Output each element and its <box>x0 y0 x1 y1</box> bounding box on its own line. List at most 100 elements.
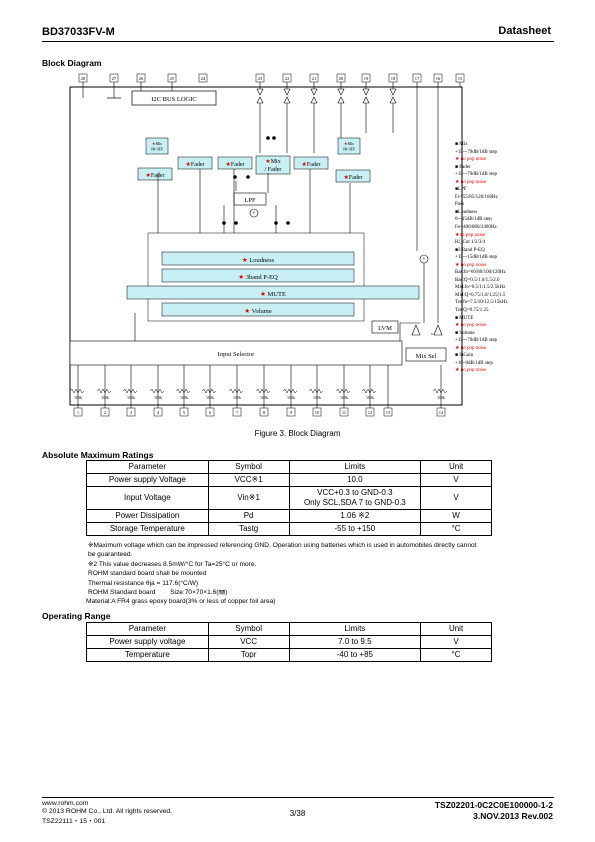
table-row: Power Dissipation Pd 1.06 ※2 W <box>86 509 492 523</box>
note-line: ★no pop noise <box>455 232 486 238</box>
top-pin-number: 15 <box>458 76 463 81</box>
top-pin-number: 24 <box>201 76 206 81</box>
cell-unit: V <box>420 486 492 510</box>
top-pin-number: 19 <box>364 76 369 81</box>
svg-text:★Mix: ★Mix <box>152 141 162 146</box>
table-row: Power supply voltage VCC 7.0 to 9.5 V <box>86 635 492 649</box>
bottom-pin-number: 5 <box>183 410 186 415</box>
resistor-symbol <box>96 388 112 394</box>
top-pin-number: 28 <box>81 76 86 81</box>
col-unit: Unit <box>420 460 492 474</box>
fader-block <box>293 156 329 170</box>
col-unit: Unit <box>420 622 492 636</box>
col-limits: Limits <box>288 460 422 474</box>
volume-block <box>161 302 355 317</box>
resistor-label: 100k <box>260 395 268 400</box>
note-line: ★ no pop noise <box>455 179 487 185</box>
note-line: Tre:fo=7.5/10/12.5/15kHz <box>455 300 508 306</box>
eq-block <box>161 268 355 283</box>
bottom-pin <box>286 407 296 417</box>
note-line: Mid:Q=0.75/1.0/1.25/1.5 <box>455 292 506 298</box>
operating-range-title: Operating Range <box>42 611 111 621</box>
i2c-bus-logic-box <box>131 90 217 106</box>
top-pin-number: 21 <box>312 76 317 81</box>
col-parameter: Parameter <box>86 622 209 636</box>
note-line: +15~-79dB/1dB step <box>455 338 498 344</box>
note-line: Hi_Cut 1/2/3/4 <box>455 240 486 246</box>
footer-code: TSZ22111・15・001 <box>42 818 106 825</box>
mix-switch-left <box>145 137 169 155</box>
cell-symbol: Tastg <box>207 522 290 536</box>
resistor-symbol <box>255 388 271 394</box>
resistor-symbol <box>432 388 448 394</box>
svg-text:★ 3band P-EQ: ★ 3band P-EQ <box>238 273 278 281</box>
note-line: ROHM standard board shall be mounted <box>88 570 207 578</box>
abs-max-notes: ※Maximum voltage which can be impressed … <box>86 541 518 607</box>
fader-block <box>137 167 173 181</box>
page-number: 3/38 <box>289 809 306 818</box>
bottom-pin <box>232 407 242 417</box>
svg-text:+: + <box>252 211 256 217</box>
top-pin <box>198 73 208 83</box>
limits-line-2: Only SCL,SDA 7 to GND-0.3 <box>303 498 406 507</box>
note-line: ■ MUTE <box>455 315 474 321</box>
resistor-symbol <box>69 388 85 394</box>
block-diagram-title: Block Diagram <box>42 58 102 68</box>
bottom-pin <box>179 407 189 417</box>
header-divider <box>42 41 554 42</box>
bottom-pin <box>339 407 349 417</box>
svg-text:LPF: LPF <box>244 197 256 204</box>
resistor-symbol <box>228 388 244 394</box>
top-pin-number: 26 <box>139 76 144 81</box>
cell-symbol: VCC※1 <box>207 473 290 487</box>
note-line: ■Loudness <box>455 209 478 215</box>
table-row: Power supply Voltage VCC※1 10.0 V <box>86 473 492 487</box>
resistor-label: 100k <box>180 395 188 400</box>
fader-block <box>217 156 253 170</box>
resistor-symbol <box>308 388 324 394</box>
top-pin-number: 23 <box>258 76 263 81</box>
bottom-pin <box>383 407 393 417</box>
note-line: ■ Mix <box>455 142 468 147</box>
top-pin-number: 16 <box>436 76 441 81</box>
note-line: be guaranteed. <box>88 551 133 559</box>
figure-caption: Figure 3. Block Diagram <box>254 429 341 438</box>
footer-date: 3.NOV.2013 Rev.002 <box>473 810 553 821</box>
resistor-symbol <box>122 388 138 394</box>
note-line: +15~-79dB/1dB step <box>455 172 498 178</box>
loudness-block <box>161 251 355 266</box>
mix-fader-label-2: / Fader <box>265 167 282 173</box>
top-pin-number: 18 <box>391 76 396 81</box>
note-line: ※2 This value decreases 8.5mW/°C for Ta=… <box>88 560 257 568</box>
bottom-pin-number: 9 <box>290 410 293 415</box>
cell-param: Temperature <box>86 648 209 662</box>
note-line: Thermal resistance θja = 117.6(°C/W) <box>88 579 199 587</box>
bottom-pin-number: 3 <box>130 410 133 415</box>
input-selector-box <box>69 340 403 366</box>
resistor-symbol <box>335 388 351 394</box>
mix-fader-label: ★Mix <box>265 158 280 165</box>
resistor-symbol <box>361 388 377 394</box>
resistor-symbol <box>175 388 191 394</box>
fader-block <box>177 156 213 170</box>
note-line: Fc=55/85/120/160Hz <box>455 194 498 200</box>
resistor-symbol <box>282 388 298 394</box>
cell-unit: °C <box>420 522 492 536</box>
note-line: +15~-79dB/1dB step <box>455 149 498 155</box>
bottom-pin-number: 4 <box>157 410 160 415</box>
cell-limits: -55 to +150 <box>288 522 422 536</box>
svg-text:★ MUTE: ★ MUTE <box>260 290 286 298</box>
chip-outline <box>69 86 463 406</box>
lvm-box <box>371 320 399 334</box>
mix-switch-right <box>337 137 361 155</box>
bottom-pin <box>436 407 446 417</box>
note-line: ※Maximum voltage which can be impressed … <box>88 542 477 549</box>
svg-text:+: + <box>422 257 426 263</box>
cell-param: Power Dissipation <box>86 509 209 523</box>
resistor-label: 100k <box>206 395 214 400</box>
resistor-label: 100k <box>437 395 445 400</box>
resistor-symbol <box>149 388 165 394</box>
